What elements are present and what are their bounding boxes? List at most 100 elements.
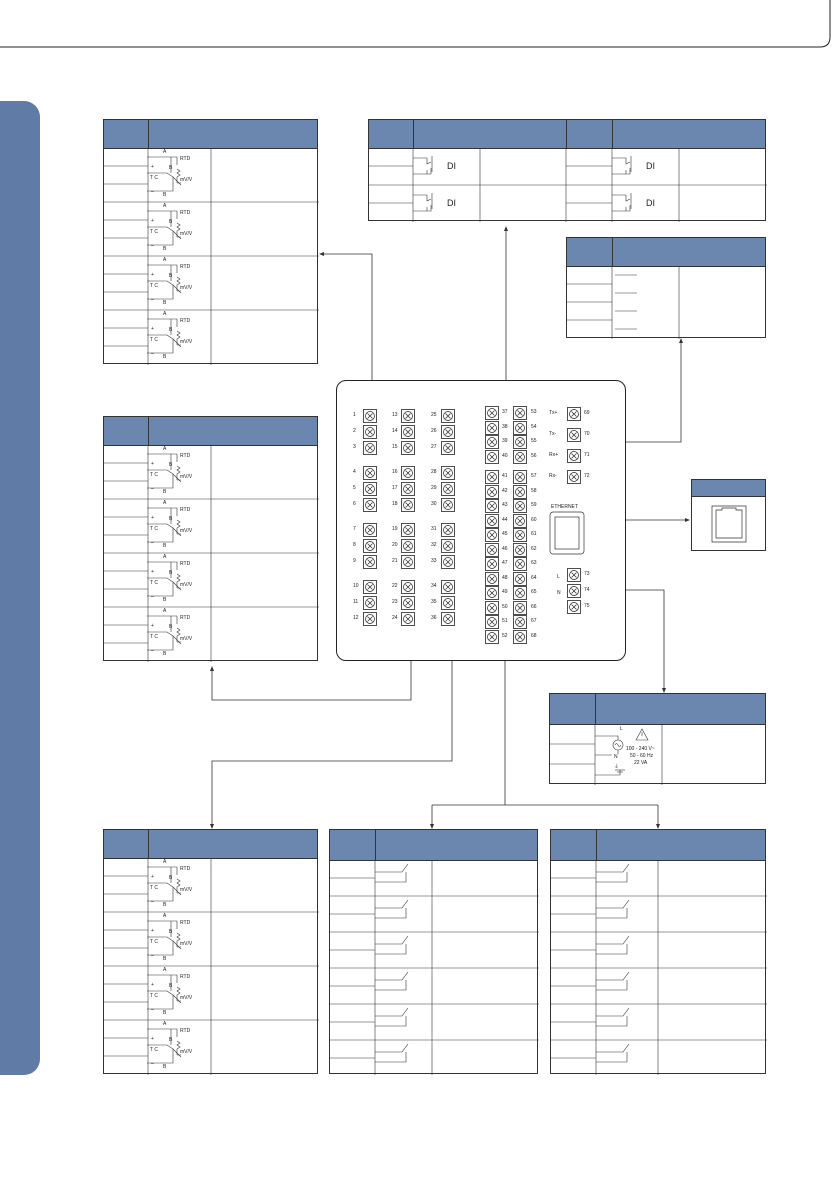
power-n-label: N [614, 754, 618, 760]
plus-label: + [151, 1036, 154, 1042]
screw-terminal-icon [441, 441, 455, 455]
rtd-label: RTD [180, 920, 191, 926]
plus-label: + [151, 874, 154, 880]
terminal-number: 55 [531, 438, 537, 444]
rtd-tc-icon [147, 1028, 182, 1064]
power-l-label: L [620, 726, 623, 732]
power-supply-table: L N ⏚ 100 - 240 V~ 50 - 60 Hz 22 VA [549, 693, 766, 785]
terminal-number: 63 [531, 560, 537, 566]
di-label: DI [447, 161, 456, 171]
terminal-b-small-label: B [169, 624, 173, 630]
terminal-number: 12 [353, 615, 359, 621]
terminal-number: 37 [502, 409, 508, 415]
terminal-number: 71 [584, 452, 590, 458]
plus-label: + [151, 928, 154, 934]
terminal-number: 30 [431, 501, 437, 507]
table-header [104, 417, 317, 446]
screw-terminal-icon [441, 425, 455, 439]
rtd-label: RTD [180, 156, 191, 162]
ground-label: ⏚ [614, 764, 620, 770]
relay-output-table-left [329, 829, 539, 1075]
di-label: DI [646, 198, 655, 208]
mv-label: mV/V [180, 995, 193, 1001]
terminal-number: 14 [392, 428, 398, 434]
terminal-number: 62 [531, 545, 537, 552]
digital-input-table: DI DI DI DI [368, 119, 767, 222]
terminal-b-label: B [163, 902, 167, 908]
screw-terminal-icon [485, 528, 499, 542]
screw-terminal-icon [485, 513, 499, 528]
mv-label: mV/V [180, 1049, 193, 1055]
rtd-label: RTD [180, 974, 191, 980]
rtd-wiring-grid [104, 148, 319, 365]
screw-terminal-icon [401, 441, 415, 455]
power-wiring-grid [550, 724, 663, 785]
terminal-number: 70 [584, 431, 590, 437]
terminal-number: 33 [431, 558, 437, 564]
terminal-number: 27 [431, 444, 437, 450]
screw-terminal-icon [363, 580, 377, 594]
screw-terminal-icon [567, 407, 581, 421]
terminal-b-small-label: B [169, 570, 173, 576]
screw-terminal-icon [441, 555, 455, 569]
terminal-number: 5 [353, 485, 356, 491]
screw-terminal-icon [363, 555, 377, 569]
screw-terminal-icon [363, 523, 377, 537]
table-header [104, 830, 317, 859]
terminal-a-label: A [163, 1021, 167, 1027]
screw-terminal-icon [567, 428, 581, 442]
screw-terminal-icon [485, 484, 499, 499]
comm-wiring-grid [567, 266, 680, 339]
plus-label: + [151, 982, 154, 988]
screw-terminal-icon [363, 539, 377, 553]
minus-label: – [151, 540, 154, 546]
rtd-tc-icon [147, 561, 182, 597]
terminal-number: 74 [584, 587, 590, 593]
terminal-number: 23 [392, 599, 398, 605]
screw-terminal-icon [363, 612, 377, 626]
tc-label: T C [150, 229, 158, 235]
terminal-number: 44 [502, 516, 508, 523]
terminal-number: 2 [353, 428, 356, 434]
rtd-wiring-grid [104, 858, 319, 1075]
rtd-label: RTD [180, 210, 191, 216]
terminal-b-small-label: B [169, 165, 173, 171]
screw-terminal-icon [485, 406, 499, 420]
rtd-tc-icon [147, 318, 182, 354]
plus-label: + [151, 272, 154, 278]
rtd-wiring-grid [104, 445, 319, 662]
terminal-number: 52 [502, 632, 508, 639]
terminal-number: 64 [531, 574, 537, 581]
screw-terminal-icon [485, 586, 499, 600]
terminal-b-small-label: B [169, 929, 173, 935]
screw-terminal-icon [485, 420, 499, 435]
screw-terminal-icon [513, 406, 527, 420]
terminal-number: 49 [502, 589, 508, 595]
terminal-b-small-label: B [169, 516, 173, 522]
terminal-b-label: B [163, 354, 167, 360]
terminal-number: 61 [531, 531, 537, 537]
screw-terminal-icon [485, 435, 499, 449]
terminal-b-small-label: B [169, 327, 173, 333]
rtd-tc-icon [147, 615, 182, 651]
plus-label: + [151, 569, 154, 575]
terminal-number: 15 [392, 444, 398, 450]
terminal-b-label: B [163, 246, 167, 252]
terminal-number: 26 [431, 428, 437, 434]
screw-terminal-icon [401, 555, 415, 569]
mv-label: mV/V [180, 177, 193, 183]
rtd-input-table-middle [103, 416, 319, 662]
minus-label: – [151, 1061, 154, 1067]
rtd-tc-symbol: A RTD + B T C mV/V – B [147, 965, 209, 1019]
terminal-number: 35 [431, 599, 437, 605]
table-header [550, 694, 765, 725]
rtd-tc-symbol: A RTD + B T C mV/V – B [147, 606, 209, 660]
rtd-tc-symbol: A RTD + B T C mV/V – B [147, 255, 209, 309]
screw-terminal-icon [513, 470, 527, 484]
rtd-label: RTD [180, 264, 191, 270]
screw-terminal-icon [441, 482, 455, 496]
di-label: DI [447, 198, 456, 208]
terminal-number: 31 [431, 526, 437, 532]
terminal-a-label: A [163, 203, 167, 209]
